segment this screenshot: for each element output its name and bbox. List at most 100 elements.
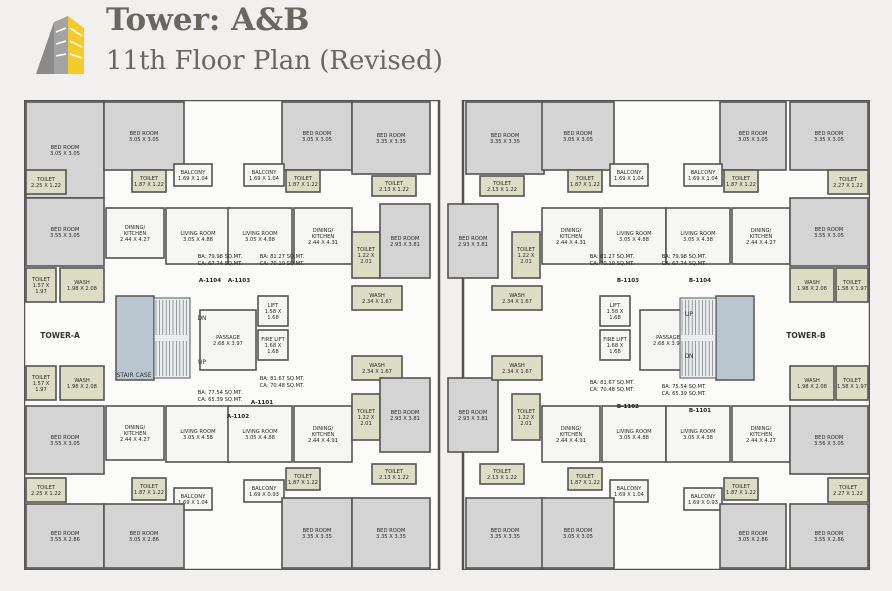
- room-dimension-label: 3.05 X 3.05: [302, 137, 332, 143]
- room-dimension-label: 1.87 X 1.22: [288, 480, 318, 486]
- room-name-label: LIVING ROOM: [180, 231, 215, 237]
- room-dimension-label: 3.35 X 3.35: [490, 534, 520, 540]
- room-name-label: TOILET: [838, 485, 858, 491]
- room-dimension-label: 3.56 X 3.05: [814, 441, 844, 447]
- room-dimension-label: 3.55 X 3.05: [50, 441, 80, 447]
- room-name-label: KITCHEN: [750, 234, 773, 240]
- room-name-label: DINING/: [561, 426, 582, 432]
- room-name-label: BED ROOM: [51, 435, 80, 441]
- room-name-label: TOILET: [139, 176, 159, 182]
- room-dining-kitchen: [293, 405, 353, 463]
- room-bed-room: [789, 405, 869, 475]
- room-toilet: [285, 169, 321, 193]
- room-bed-room: [719, 503, 787, 569]
- room-dimension-label: 1.69 X 1.04: [178, 176, 209, 182]
- room-name-label: BED ROOM: [564, 528, 593, 534]
- room-living-room: [227, 207, 293, 265]
- room-dimension-label: 2.01: [360, 259, 372, 265]
- stair-up-label-left: UP: [198, 359, 206, 366]
- room-dimension-label: 1.22 X: [518, 415, 535, 421]
- room-balcony: [173, 163, 213, 187]
- room-name-label: DINING/: [561, 228, 582, 234]
- room-toilet: [723, 169, 759, 193]
- room-dimension-label: 2.34 X 1.67: [502, 369, 532, 375]
- room-name-label: WASH: [74, 378, 90, 384]
- room-dimension-label: 3.35 X 3.35: [490, 139, 520, 145]
- room-name-label: DINING/: [313, 228, 334, 234]
- room-dining-kitchen: [105, 207, 165, 259]
- plan-labels: TOWER-A TOWER-B STAIR CASE DN UP UP DN: [40, 311, 826, 379]
- stair-landing: [715, 295, 755, 381]
- room-dimension-label: 3.05 X 4.38: [683, 237, 713, 243]
- room-dimension-label: 1.87 X 1.22: [134, 182, 164, 188]
- room-dimension-label: 3.05 X 3.05: [563, 137, 593, 143]
- room-name-label: LIVING ROOM: [242, 231, 277, 237]
- room-name-label: BED ROOM: [130, 531, 159, 537]
- room-dimension-label: 3.55 X 3.05: [50, 233, 80, 239]
- room-name-label: BED ROOM: [491, 528, 520, 534]
- room-dimension-label: 1.98 X 2.08: [797, 384, 827, 390]
- room-dining-kitchen: [105, 405, 165, 461]
- unit-area-label: BA: 81.27 SQ.MT.: [590, 254, 635, 260]
- room-dimension-label: 2.13 X 1.22: [487, 475, 517, 481]
- room-bed-room: [379, 377, 431, 453]
- room-name-label: TOILET: [575, 474, 595, 480]
- room-dimension-label: 1.98 X 2.08: [797, 286, 827, 292]
- room-dimension-label: 1.69 X 0.93: [688, 500, 718, 506]
- room-name-label: BED ROOM: [459, 410, 488, 416]
- room-name-label: TOILET: [356, 247, 376, 253]
- room-dimension-label: 1.98 X 2.08: [67, 286, 97, 292]
- room-dimension-label: 2.44 X 4.27: [746, 240, 776, 246]
- room-name-label: KITCHEN: [312, 234, 335, 240]
- room-bed-room: [25, 503, 105, 569]
- room-dimension-label: 3.35 X 3.35: [302, 534, 332, 540]
- room-wash: [59, 267, 105, 303]
- room-name-label: BED ROOM: [815, 435, 844, 441]
- room-fire-lift: [599, 329, 631, 361]
- room-name-label: WASH: [369, 363, 385, 369]
- room-name-label: BED ROOM: [377, 528, 406, 534]
- room-name-label: BALCONY: [252, 170, 278, 176]
- unit-area-label: BA: 79.98 SQ.MT.: [662, 254, 707, 260]
- room-dimension-label: 1.68: [609, 315, 621, 321]
- room-bed-room: [447, 203, 499, 279]
- room-name-label: BED ROOM: [303, 528, 332, 534]
- room-dimension-label: 2.01: [520, 421, 532, 427]
- room-living-room: [601, 405, 667, 463]
- room-name-label: DINING/: [313, 426, 334, 432]
- room-dimension-label: 1.22 X: [358, 415, 375, 421]
- staircase: [115, 295, 755, 381]
- room-dimension-label: 1.57 X: [33, 283, 50, 289]
- room-name-label: TOILET: [31, 375, 51, 381]
- room-bed-room: [719, 101, 787, 171]
- unit-area-label: CA: 65.39 SQ.MT.: [662, 391, 707, 397]
- room-name-label: TOILET: [516, 247, 536, 253]
- room-name-label: BALCONY: [617, 486, 643, 492]
- room-name-label: BED ROOM: [51, 531, 80, 537]
- room-dimension-label: 1.58 X 1.97: [837, 286, 867, 292]
- room-dimension-label: 2.01: [360, 421, 372, 427]
- unit-number-label: A-1104: [199, 278, 221, 284]
- room-toilet: [25, 169, 67, 195]
- stair-flight: [679, 297, 717, 379]
- room-toilet: [827, 477, 869, 503]
- room-dimension-label: 2.25 X 1.22: [31, 491, 61, 497]
- room-bed-room: [465, 101, 545, 175]
- room-name-label: DINING/: [751, 228, 772, 234]
- room-name-label: TOILET: [36, 485, 56, 491]
- room-dimension-label: 3.55 X 2.86: [50, 537, 80, 543]
- page-subtitle: 11th Floor Plan (Revised): [106, 46, 443, 76]
- room-wash: [351, 355, 403, 381]
- unit-number-label: A-1103: [228, 278, 250, 284]
- room-dimension-label: 3.05 X 3.05: [738, 137, 768, 143]
- room-dimension-label: 3.05 X 4.88: [619, 237, 649, 243]
- room-dimension-label: 2.01: [520, 259, 532, 265]
- room-dimension-label: 2.93 X 3.81: [390, 416, 420, 422]
- room-toilet: [511, 231, 541, 279]
- room-wash: [789, 365, 835, 401]
- room-toilet: [567, 169, 603, 193]
- unit-number-label: A-1102: [227, 414, 249, 420]
- tower-a-label: TOWER-A: [40, 331, 80, 340]
- room-name-label: DINING/: [125, 225, 146, 231]
- room-name-label: BED ROOM: [459, 236, 488, 242]
